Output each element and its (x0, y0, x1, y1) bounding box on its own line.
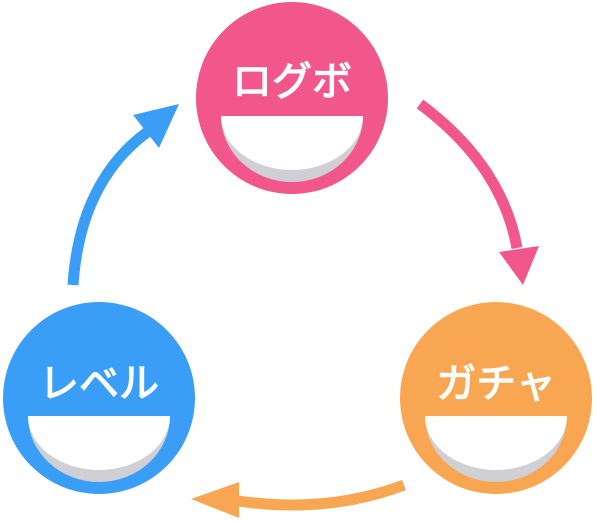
edge-gacha-to-level (191, 479, 406, 518)
node-label-gacha: ガチャ (436, 361, 556, 407)
node-gacha: ガチャ (400, 302, 592, 494)
node-label-level: レベル (39, 361, 159, 407)
edge-login-bonus-to-gacha (416, 99, 539, 285)
node-label-login-bonus: ログボ (232, 59, 352, 105)
edge-level-to-login-bonus (67, 104, 179, 286)
node-login-bonus: ログボ (196, 2, 388, 194)
node-level: レベル (3, 302, 195, 494)
